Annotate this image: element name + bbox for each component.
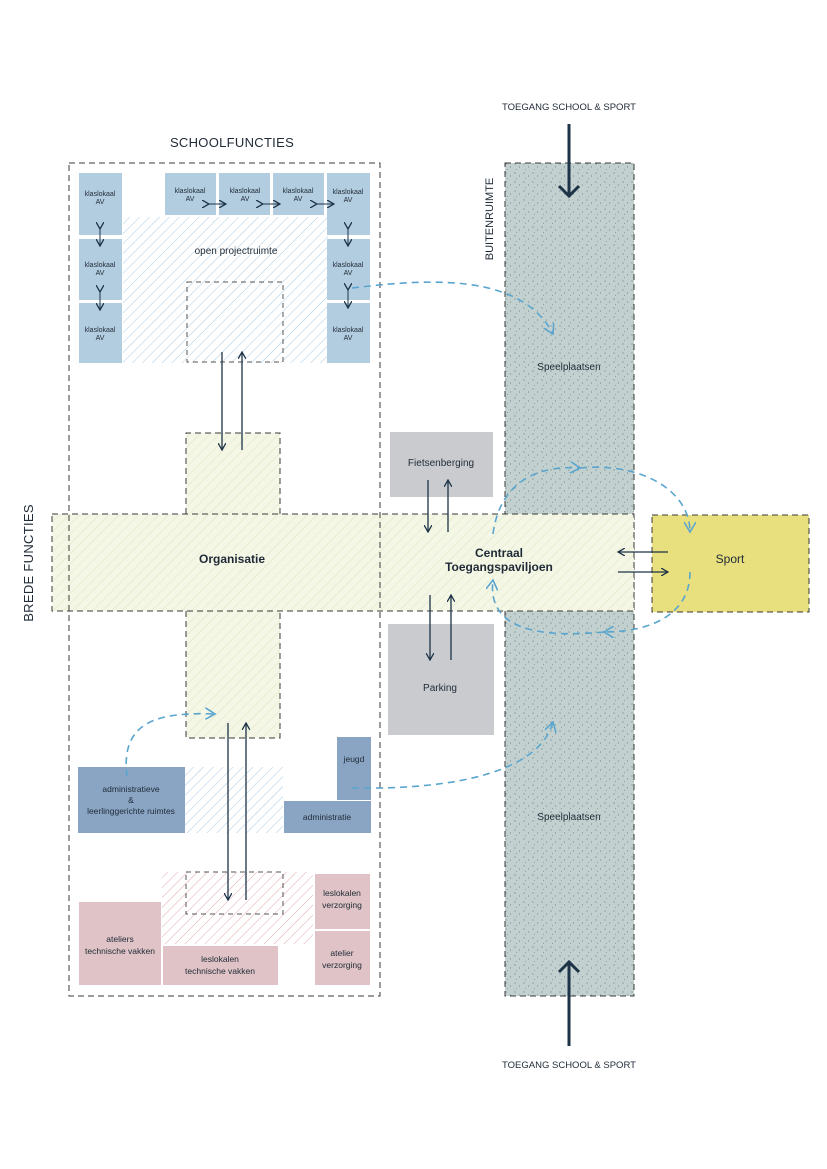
svg-text:AV: AV <box>344 197 353 204</box>
speelplaatsen-top-label: Speelplaatsen <box>537 362 600 373</box>
svg-text:verzorging: verzorging <box>322 960 362 970</box>
classroom: klaslokaal AV <box>79 303 122 363</box>
svg-text:AV: AV <box>344 270 353 277</box>
classroom: klaslokaal AV <box>79 239 122 300</box>
technical-hatch-area <box>162 872 313 944</box>
svg-text:technische vakken: technische vakken <box>85 946 155 956</box>
schoolfuncties-label: SCHOOLFUNCTIES <box>170 135 294 150</box>
svg-text:verzorging: verzorging <box>322 900 362 910</box>
centraal-label: Centraal <box>475 546 523 560</box>
svg-text:klaslokaal: klaslokaal <box>333 327 364 334</box>
sport: Sport <box>651 514 810 613</box>
svg-text:leslokalen: leslokalen <box>323 888 361 898</box>
svg-text:leerlinggerichte ruimtes: leerlinggerichte ruimtes <box>87 806 175 816</box>
brede-functies-boundary <box>51 513 635 612</box>
classroom: klaslokaal AV <box>219 173 270 215</box>
svg-text:AV: AV <box>96 335 105 342</box>
jeugd-room: jeugd <box>337 737 371 800</box>
brede-functies-label: BREDE FUNCTIES <box>21 504 36 622</box>
leslokalen-verzorging: leslokalen verzorging <box>315 874 370 929</box>
speelplaatsen-bottom-label: Speelplaatsen <box>537 812 600 823</box>
toegang-bottom-label: TOEGANG SCHOOL & SPORT <box>502 1060 636 1071</box>
svg-text:klaslokaal: klaslokaal <box>85 262 116 269</box>
svg-text:klaslokaal: klaslokaal <box>333 189 364 196</box>
leslokalen-technische-vakken: leslokalen technische vakken <box>163 946 278 985</box>
organisatie-label: Organisatie <box>199 552 265 566</box>
toegang-top-label: TOEGANG SCHOOL & SPORT <box>502 102 636 113</box>
projectruimte-inner <box>186 281 284 363</box>
flow-arrows <box>222 352 668 900</box>
classroom: klaslokaal AV <box>273 173 324 215</box>
circulation-curves <box>125 281 690 789</box>
classroom-link-arrows <box>100 204 348 310</box>
open-projectruimte-label: open projectruimte <box>195 246 278 257</box>
svg-text:AV: AV <box>344 335 353 342</box>
parking: Parking <box>388 624 494 735</box>
svg-text:Parking: Parking <box>423 683 457 694</box>
classroom: klaslokaal AV <box>79 173 122 235</box>
classroom: klaslokaal AV <box>327 303 370 363</box>
svg-text:ateliers: ateliers <box>106 934 133 944</box>
svg-text:AV: AV <box>186 196 195 203</box>
svg-text:AV: AV <box>294 196 303 203</box>
organisatie-boundary <box>185 432 281 739</box>
svg-text:Sport: Sport <box>716 552 745 566</box>
svg-text:leslokalen: leslokalen <box>201 954 239 964</box>
classroom: klaslokaal AV <box>165 173 216 215</box>
schoolfuncties-boundary <box>68 162 381 997</box>
svg-text:Fietsenberging: Fietsenberging <box>408 458 474 469</box>
svg-text:jeugd: jeugd <box>343 754 365 764</box>
buitenruimte-label: BUITENRUIMTE <box>484 178 496 261</box>
svg-text:klaslokaal: klaslokaal <box>85 191 116 198</box>
svg-text:klaslokaal: klaslokaal <box>175 188 206 195</box>
technical-hatch-inner <box>185 871 284 915</box>
administratie-room: administratie <box>284 801 371 833</box>
svg-text:klaslokaal: klaslokaal <box>283 188 314 195</box>
atelier-verzorging: atelier verzorging <box>315 931 370 985</box>
toegangspaviljoen-label: Toegangspaviljoen <box>445 560 553 574</box>
admin-hatch-area <box>185 767 283 833</box>
svg-text:administratieve: administratieve <box>102 784 159 794</box>
open-projectruimte <box>123 217 328 363</box>
svg-text:technische vakken: technische vakken <box>185 966 255 976</box>
svg-text:AV: AV <box>96 270 105 277</box>
svg-text:atelier: atelier <box>330 948 353 958</box>
svg-text:klaslokaal: klaslokaal <box>230 188 261 195</box>
svg-text:AV: AV <box>96 199 105 206</box>
svg-text:administratie: administratie <box>303 812 351 822</box>
ateliers-technische-vakken: ateliers technische vakken <box>79 902 161 985</box>
svg-text:&: & <box>128 795 134 805</box>
svg-text:AV: AV <box>241 196 250 203</box>
svg-text:klaslokaal: klaslokaal <box>333 262 364 269</box>
fietsenberging: Fietsenberging <box>390 432 493 497</box>
administratieve-ruimtes: administratieve & leerlinggerichte ruimt… <box>78 767 185 833</box>
svg-text:klaslokaal: klaslokaal <box>85 327 116 334</box>
